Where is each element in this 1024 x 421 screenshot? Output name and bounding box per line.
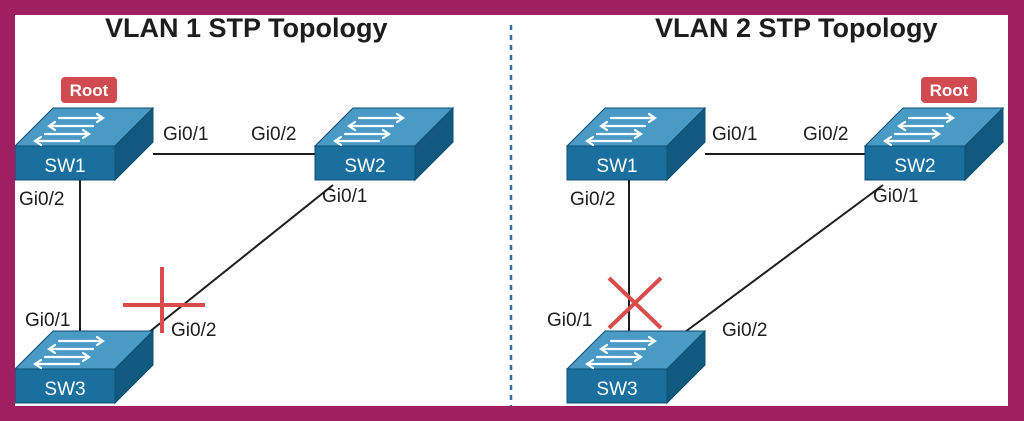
diagram-frame: VLAN 1 STP Topology Root SW1 SW2 SW3 — [15, 15, 1008, 406]
vlan1-link-sw2-sw3 — [132, 184, 334, 346]
vlan2-port-sw1-gi0-1: Gi0/1 — [712, 124, 757, 145]
vlan1-panel: VLAN 1 STP Topology Root SW1 SW2 SW3 — [15, 15, 455, 405]
vlan1-blocked-port-marker — [123, 267, 205, 333]
vlan2-port-sw3-gi0-2: Gi0/2 — [722, 320, 767, 341]
vlan2-sw1-switch-icon: SW1 — [565, 106, 707, 182]
vlan2-sw2-switch-icon: SW2 — [863, 106, 1005, 182]
vlan2-blocked-port-marker — [607, 276, 663, 330]
vlan1-sw2-label: SW2 — [344, 156, 385, 177]
vlan2-root-label: Root — [930, 81, 969, 100]
vlan1-title: VLAN 1 STP Topology — [105, 15, 388, 43]
vlan2-port-sw3-gi0-1: Gi0/1 — [547, 310, 592, 331]
vlan2-link-sw2-sw3 — [680, 184, 884, 336]
vlan1-sw1-label: SW1 — [44, 156, 85, 177]
vlan2-sw2-label: SW2 — [894, 156, 935, 177]
vlan2-port-sw2-gi0-2: Gi0/2 — [803, 124, 848, 145]
vlan2-sw3-label: SW3 — [596, 379, 637, 400]
vlan2-port-sw2-gi0-1: Gi0/1 — [873, 186, 918, 207]
vlan2-port-sw1-gi0-2: Gi0/2 — [570, 189, 615, 210]
vlan2-root-badge: Root — [921, 77, 977, 103]
vlan1-sw2-switch-icon: SW2 — [313, 106, 455, 182]
vlan2-sw3-switch-icon: SW3 — [565, 329, 707, 405]
vlan2-title: VLAN 2 STP Topology — [655, 15, 938, 43]
vlan2-panel: VLAN 2 STP Topology Root SW1 SW2 SW3 — [547, 15, 1005, 405]
vlan1-port-sw1-gi0-2: Gi0/2 — [19, 189, 64, 210]
vlan1-sw3-switch-icon: SW3 — [15, 329, 155, 405]
vlan1-sw3-label: SW3 — [44, 379, 85, 400]
stp-topology-diagram: VLAN 1 STP Topology Root SW1 SW2 SW3 — [15, 15, 1005, 406]
vlan1-root-label: Root — [70, 81, 109, 100]
vlan1-sw1-switch-icon: SW1 — [15, 106, 155, 182]
vlan2-sw1-label: SW1 — [596, 156, 637, 177]
vlan1-port-sw3-gi0-2: Gi0/2 — [171, 320, 216, 341]
vlan1-root-badge: Root — [61, 77, 117, 103]
vlan1-port-sw3-gi0-1: Gi0/1 — [25, 310, 70, 331]
vlan1-port-sw2-gi0-1: Gi0/1 — [322, 186, 367, 207]
vlan1-port-sw2-gi0-2: Gi0/2 — [251, 124, 296, 145]
vlan1-port-sw1-gi0-1: Gi0/1 — [163, 124, 208, 145]
